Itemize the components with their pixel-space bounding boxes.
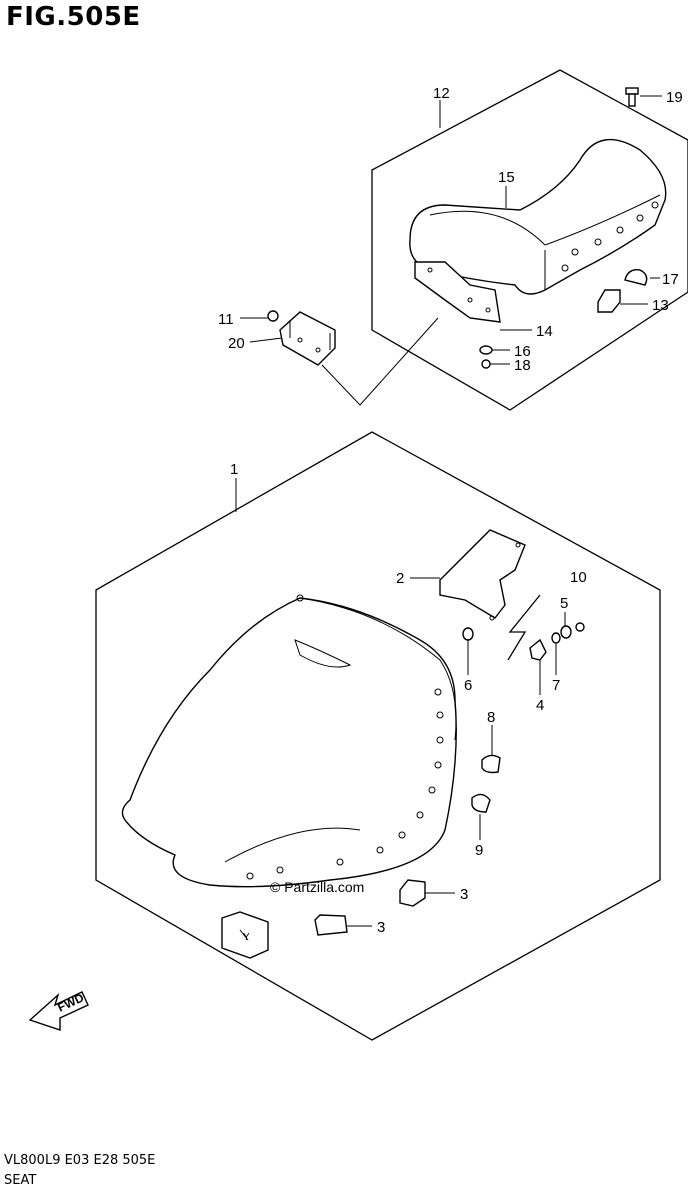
assembly-break-line: [507, 594, 541, 661]
callout-6[interactable]: 6: [464, 677, 472, 694]
clip-4[interactable]: [529, 638, 547, 661]
passenger-seat-group-outline: [371, 69, 688, 411]
figure-name: SEAT: [4, 1173, 37, 1188]
emblem-icon: [294, 639, 352, 668]
callout-5[interactable]: 5: [560, 595, 568, 612]
leader-line: [321, 317, 439, 406]
callout-10[interactable]: 10: [570, 569, 587, 586]
washer-16[interactable]: [479, 345, 493, 355]
callout-13[interactable]: 13: [652, 297, 669, 314]
callout-2[interactable]: 2: [396, 570, 404, 587]
clip-13[interactable]: [597, 289, 621, 313]
callout-3a[interactable]: 3: [460, 886, 468, 903]
callout-1[interactable]: 1: [230, 461, 238, 478]
document-holder[interactable]: [221, 911, 269, 959]
bolt-11[interactable]: [267, 310, 279, 322]
callout-11[interactable]: 11: [218, 311, 234, 328]
passenger-seat[interactable]: [409, 138, 667, 295]
clip-3a[interactable]: [399, 879, 426, 907]
callout-4[interactable]: 4: [536, 697, 544, 714]
collar-7[interactable]: [551, 632, 561, 644]
rider-seat[interactable]: [121, 594, 457, 888]
cushion-17[interactable]: [624, 269, 648, 286]
callout-12[interactable]: 12: [433, 85, 450, 102]
passenger-seat-bracket[interactable]: [414, 261, 501, 323]
callout-18[interactable]: 18: [514, 357, 531, 374]
callout-19[interactable]: 19: [666, 89, 683, 106]
callout-7[interactable]: 7: [552, 677, 560, 694]
bolt-19[interactable]: [625, 87, 639, 107]
rider-seat-group-outline: [95, 431, 661, 1041]
nut-18[interactable]: [481, 359, 491, 369]
callout-9[interactable]: 9: [475, 842, 483, 859]
document-holder-mark: Y: [243, 932, 250, 943]
cushion-8[interactable]: [481, 754, 501, 774]
washer-6[interactable]: [462, 627, 474, 641]
callout-16[interactable]: 16: [514, 343, 531, 360]
seat-bracket[interactable]: [439, 529, 526, 621]
leader-lines: [235, 95, 662, 927]
callout-17[interactable]: 17: [662, 271, 679, 288]
washer-5[interactable]: [560, 625, 572, 639]
callout-15[interactable]: 15: [498, 169, 515, 186]
watermark: © Partzilla.com: [270, 879, 364, 895]
callout-14[interactable]: 14: [536, 323, 553, 340]
figure-title: FIG.505E: [6, 2, 141, 32]
callout-3b[interactable]: 3: [377, 919, 385, 936]
seat-strap-bracket[interactable]: [279, 311, 336, 366]
nut-10[interactable]: [575, 622, 585, 632]
cushion-9[interactable]: [471, 793, 491, 813]
figure-code: VL800L9 E03 E28 505E: [4, 1153, 156, 1168]
callout-8[interactable]: 8: [487, 709, 495, 726]
clip-3b[interactable]: [314, 914, 348, 936]
callout-20[interactable]: 20: [228, 335, 245, 352]
forward-arrow-icon: [28, 991, 89, 1031]
